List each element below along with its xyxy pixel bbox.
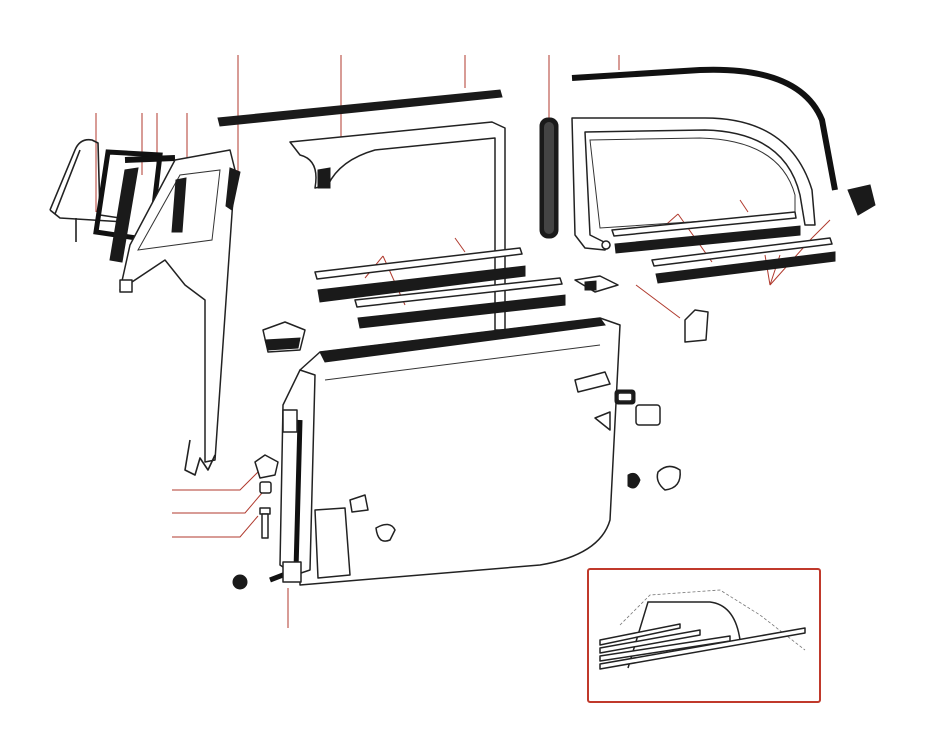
rear-quarter-glass-frame bbox=[571, 117, 816, 251]
quarter-window-frame bbox=[49, 138, 126, 242]
door-shell bbox=[269, 317, 621, 586]
belt-line-weatherstrips bbox=[314, 211, 836, 329]
drip-rail-seal bbox=[571, 66, 838, 191]
inset-frame bbox=[587, 568, 821, 703]
hinge-pins-and-bushings bbox=[232, 454, 279, 590]
window-channel bbox=[539, 117, 559, 239]
door-hinge bbox=[282, 409, 302, 583]
roof-rail-seal bbox=[217, 89, 503, 127]
inset-belt-molding-view bbox=[599, 589, 806, 670]
quarter-bracket bbox=[847, 184, 876, 216]
window-glass-frame bbox=[289, 121, 506, 331]
door-window-frame bbox=[119, 149, 241, 476]
door-handle-seals bbox=[594, 389, 681, 491]
vent-window-seals bbox=[93, 149, 176, 263]
clips bbox=[262, 275, 709, 353]
